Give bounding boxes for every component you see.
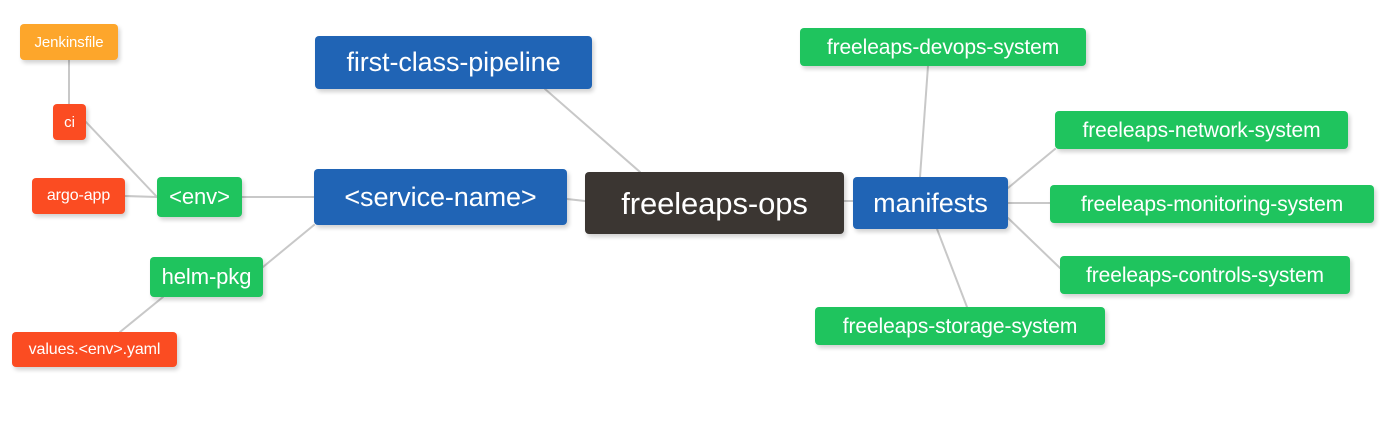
node-freeleaps-devops-system[interactable]: freeleaps-devops-system	[800, 28, 1086, 66]
node-label-freeleaps-controls-system: freeleaps-controls-system	[1086, 263, 1324, 287]
edge-manifests-to-freeleaps-network-system	[1007, 148, 1056, 189]
edge-service-name-to-helm-pkg	[262, 224, 315, 268]
node-env[interactable]: <env>	[157, 177, 242, 217]
node-freeleaps-monitoring-system[interactable]: freeleaps-monitoring-system	[1050, 185, 1374, 223]
node-freeleaps-network-system[interactable]: freeleaps-network-system	[1055, 111, 1348, 149]
node-ci[interactable]: ci	[53, 104, 86, 140]
node-freeleaps-ops[interactable]: freeleaps-ops	[585, 172, 844, 234]
edge-service-name-to-freeleaps-ops	[566, 198, 586, 202]
edge-manifests-to-freeleaps-devops-system	[919, 65, 929, 178]
edge-helm-pkg-to-values-yaml	[119, 296, 164, 333]
node-label-jenkinsfile: Jenkinsfile	[34, 33, 104, 51]
node-label-freeleaps-devops-system: freeleaps-devops-system	[826, 35, 1060, 59]
node-label-freeleaps-storage-system: freeleaps-storage-system	[842, 314, 1078, 338]
node-label-argo-app: argo-app	[46, 187, 111, 204]
node-label-helm-pkg: helm-pkg	[161, 264, 252, 289]
node-service-name[interactable]: <service-name>	[314, 169, 567, 225]
node-freeleaps-storage-system[interactable]: freeleaps-storage-system	[815, 307, 1105, 345]
node-label-freeleaps-network-system: freeleaps-network-system	[1082, 118, 1321, 142]
node-helm-pkg[interactable]: helm-pkg	[150, 257, 263, 297]
node-label-values-yaml: values.<env>.yaml	[28, 340, 161, 358]
node-first-class-pipeline[interactable]: first-class-pipeline	[315, 36, 592, 89]
edge-manifests-to-freeleaps-controls-system	[1007, 217, 1061, 269]
node-freeleaps-controls-system[interactable]: freeleaps-controls-system	[1060, 256, 1350, 294]
node-label-ci: ci	[64, 113, 75, 131]
node-manifests[interactable]: manifests	[853, 177, 1008, 229]
node-argo-app[interactable]: argo-app	[32, 178, 125, 214]
node-label-first-class-pipeline: first-class-pipeline	[346, 47, 561, 77]
node-label-manifests: manifests	[873, 187, 988, 218]
edge-manifests-to-freeleaps-storage-system	[936, 228, 968, 308]
node-label-env: <env>	[169, 184, 230, 209]
edge-argo-app-to-env	[124, 195, 158, 198]
node-label-service-name: <service-name>	[344, 181, 537, 212]
edge-first-class-pipeline-to-freeleaps-ops	[544, 88, 641, 173]
node-values-yaml[interactable]: values.<env>.yaml	[12, 332, 177, 367]
node-jenkinsfile[interactable]: Jenkinsfile	[20, 24, 118, 60]
node-label-freeleaps-ops: freeleaps-ops	[621, 185, 808, 221]
node-label-freeleaps-monitoring-system: freeleaps-monitoring-system	[1080, 192, 1344, 216]
